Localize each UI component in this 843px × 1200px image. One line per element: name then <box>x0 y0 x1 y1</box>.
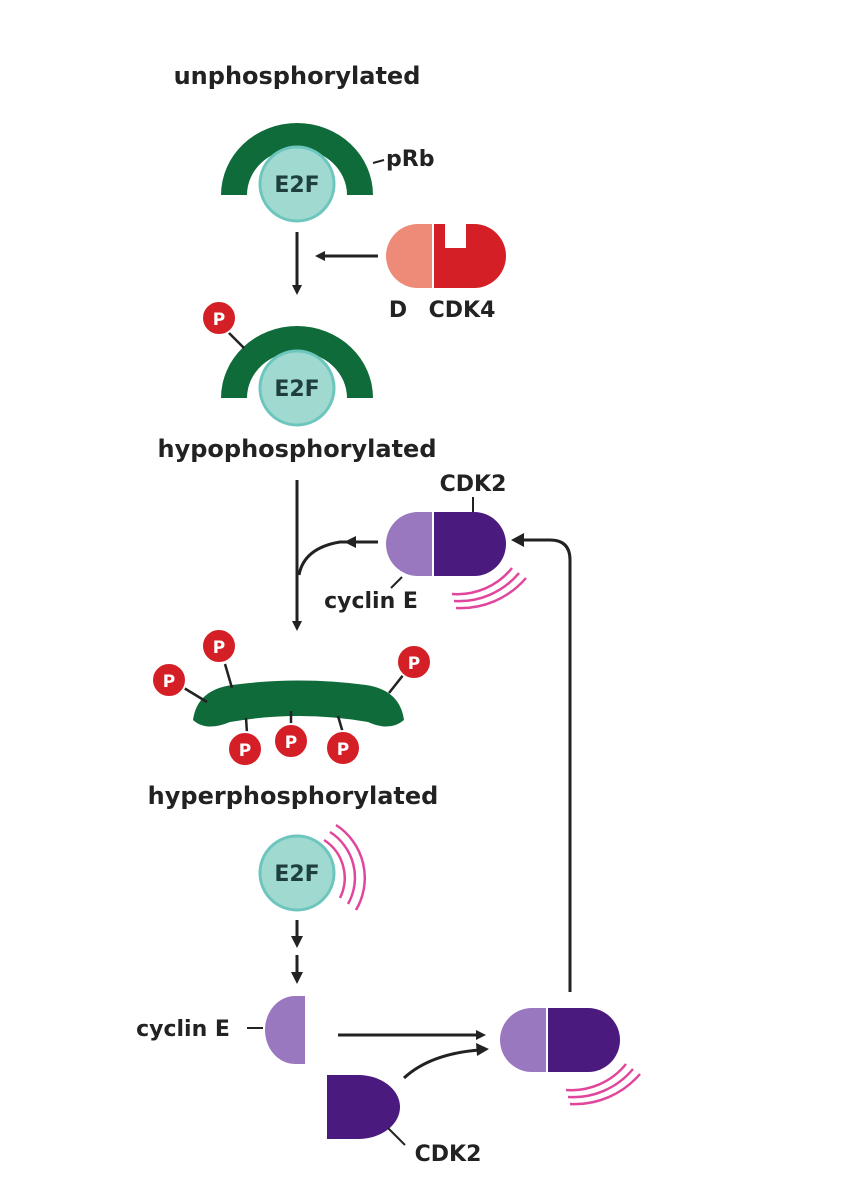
unphosphorylated-label: unphosphorylated <box>174 62 421 90</box>
svg-text:P: P <box>239 741 251 761</box>
prb-protein-hypophosphorylated <box>221 326 373 398</box>
svg-text:P: P <box>213 638 225 658</box>
phosphate-group-hyper-3: P <box>396 644 432 680</box>
activity-arcs-e2f <box>323 823 367 911</box>
cdk4-label: CDK4 <box>429 298 496 323</box>
cdk2-label-lower: CDK2 <box>415 1142 482 1167</box>
phosphate-group-hypo: P <box>201 300 237 336</box>
svg-text:P: P <box>285 733 297 753</box>
svg-text:P: P <box>408 654 420 674</box>
cyclin-e-cdk2-complex-lower <box>500 1008 620 1072</box>
phosphate-group-hyper-5: P <box>273 723 309 759</box>
hyperphosphorylated-label: hyperphosphorylated <box>148 782 439 810</box>
phosphate-group-hyper-6: P <box>325 730 361 766</box>
arrow-feedback-loop-head <box>511 533 524 547</box>
e2f-label-3: E2F <box>274 862 319 887</box>
prb-protein-hyperphosphorylated <box>193 680 404 727</box>
e2f-label-1: E2F <box>274 173 319 198</box>
cdk4-shape <box>433 224 506 288</box>
cyclin-e-leader-upper <box>390 576 403 589</box>
arrow-feedback-loop <box>520 538 572 992</box>
svg-text:P: P <box>163 672 175 692</box>
activity-arcs-upper <box>451 567 527 610</box>
prb-label: pRb <box>386 147 434 172</box>
cyclin-e-label-lower: cyclin E <box>136 1017 230 1042</box>
e2f-free: E2F <box>258 834 336 912</box>
activity-arcs-lower <box>565 1063 641 1106</box>
e2f-bound-unphosphorylated: E2F <box>258 145 336 223</box>
cyclin-d-cdk4-complex <box>386 224 506 288</box>
arrow-cyclinE-cdk2-acts-head <box>344 536 356 548</box>
arrow-cdk2-to-complex-head <box>476 1043 489 1056</box>
cyclin-d-shape <box>386 224 433 288</box>
phosphate-group-hyper-2: P <box>151 662 187 698</box>
e2f-bound-hypophosphorylated: E2F <box>258 349 336 427</box>
arrow-cyclinE-cdk2-acts <box>297 540 378 576</box>
hypophosphorylated-label: hypophosphorylated <box>157 435 436 463</box>
prb-protein-unphosphorylated <box>221 123 373 195</box>
arrow-cdk2-to-complex <box>402 1048 480 1080</box>
cyclin-e-cdk2-complex-upper <box>386 512 506 576</box>
arrow-e2f-to-cyclin-e <box>291 920 303 984</box>
cdk2-leader-lower <box>387 1127 406 1146</box>
svg-text:P: P <box>337 740 349 760</box>
cyclin-e-shape-lower <box>265 996 305 1064</box>
e2f-label-2: E2F <box>274 377 319 402</box>
phosphate-group-hyper-1: P <box>201 628 237 664</box>
cdk2-shape-lower <box>327 1075 400 1139</box>
cyclin-d-label: D <box>389 298 407 323</box>
phosphate-group-hyper-4: P <box>227 731 263 767</box>
cyclin-e-label-upper: cyclin E <box>324 589 418 614</box>
svg-text:P: P <box>213 310 225 330</box>
cdk2-label-upper: CDK2 <box>440 472 507 497</box>
prb-leader-line <box>372 159 385 164</box>
